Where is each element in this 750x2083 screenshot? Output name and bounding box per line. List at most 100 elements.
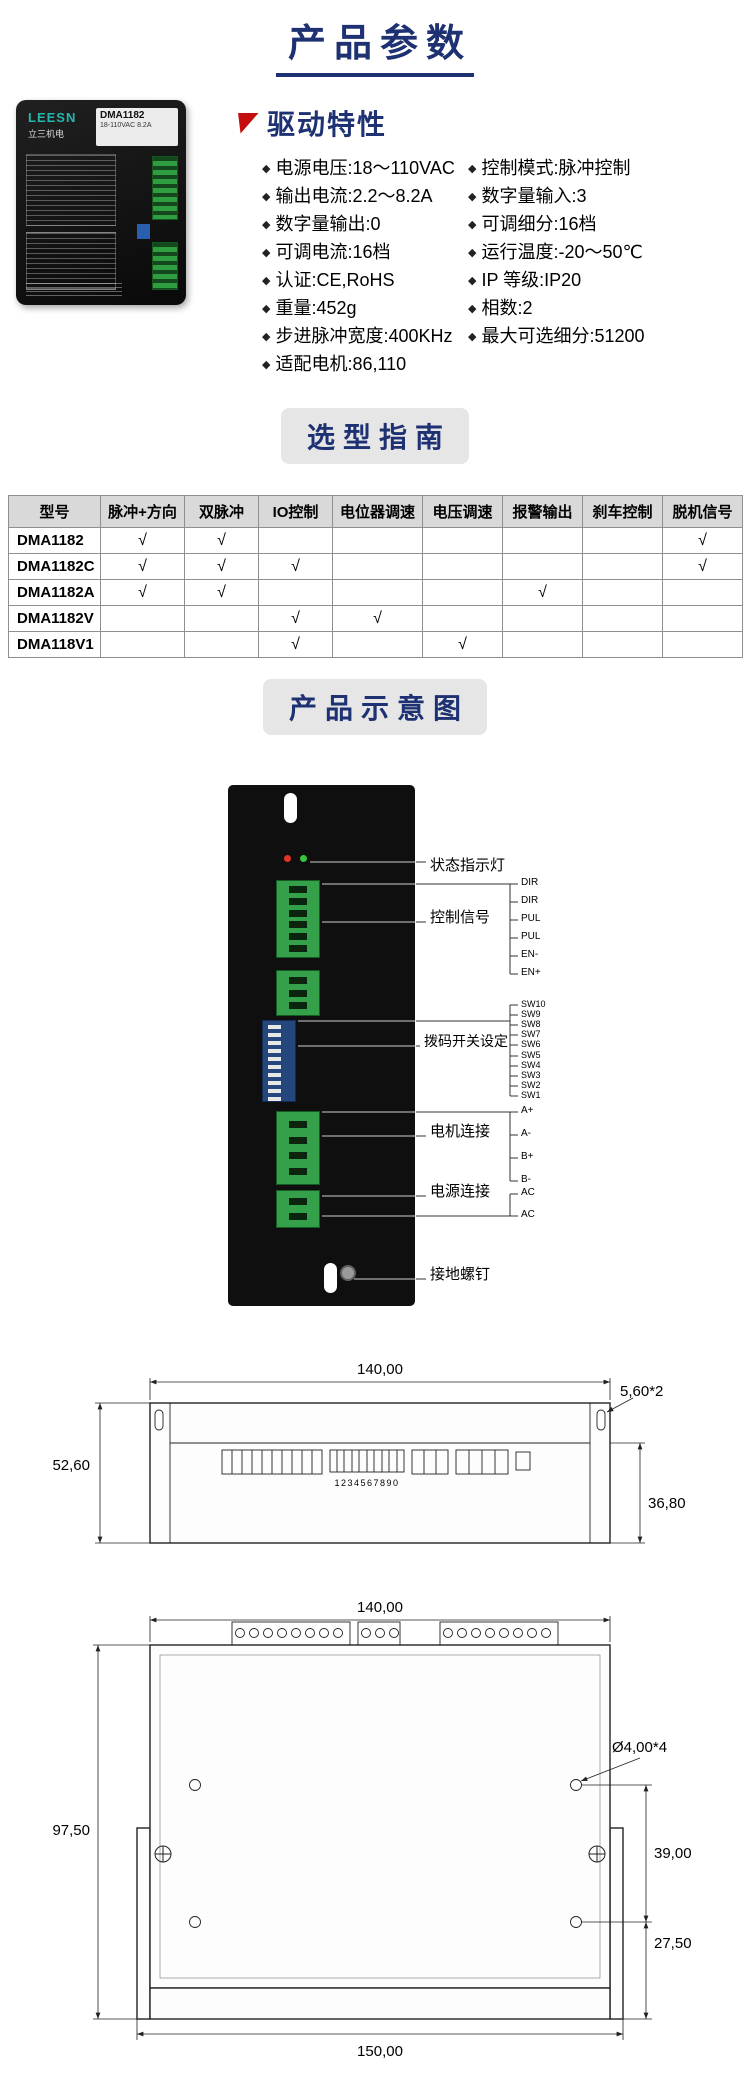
feature-text: 控制模式:脉冲控制 bbox=[481, 158, 631, 178]
diamond-bullet-icon: ◆ bbox=[262, 191, 271, 203]
check-cell bbox=[258, 527, 333, 554]
feature-text: 适配电机:86,110 bbox=[275, 354, 407, 374]
col-header: 电压调速 bbox=[422, 495, 503, 528]
diamond-bullet-icon: ◆ bbox=[262, 359, 271, 371]
col-header: 双脉冲 bbox=[184, 495, 259, 528]
mounting-slot-top bbox=[284, 793, 297, 823]
dim-base-width: 150,00 bbox=[357, 2043, 403, 2060]
page-title-text: 产品参数 bbox=[275, 12, 474, 77]
check-cell bbox=[502, 553, 583, 580]
selection-guide-title: 选型指南 bbox=[280, 408, 469, 464]
dip-switch-label: 拨码开关设定 bbox=[424, 1033, 508, 1049]
green-led bbox=[300, 855, 307, 862]
photo-connector-top bbox=[152, 156, 178, 220]
status-led-label: 状态指示灯 bbox=[430, 857, 506, 874]
model-label-sticker: DMA1182 18-110VAC 8.2A bbox=[96, 108, 178, 146]
pin-label: SW10 bbox=[521, 999, 546, 1009]
model-cell: DMA1182 bbox=[8, 527, 101, 554]
feature-item: ◆ 步进脉冲宽度:400KHz bbox=[262, 323, 455, 351]
dimension-lines bbox=[95, 1378, 645, 1544]
dim-width: 140,00 bbox=[357, 1361, 403, 1378]
power-connection-label: 电源连接 bbox=[430, 1183, 491, 1200]
dim-width: 140,00 bbox=[357, 1600, 403, 1616]
feature-item: ◆认证:CE,RoHS bbox=[262, 267, 455, 295]
feature-item: ◆相数:2 bbox=[468, 295, 645, 323]
check-cell bbox=[332, 527, 423, 554]
dim-height-total: 97,50 bbox=[52, 1822, 90, 1839]
pin-label: A- bbox=[521, 1128, 531, 1139]
feature-item: ◆ 输出电流:2.2～8.2A bbox=[262, 183, 455, 211]
diamond-bullet-icon: ◆ bbox=[262, 331, 271, 343]
feature-text: 输出电流:2.2～8.2A bbox=[275, 186, 433, 206]
check-cell: √ bbox=[100, 553, 185, 580]
dim-ear-slot: 5,60*2 bbox=[620, 1383, 663, 1400]
body-details bbox=[154, 1403, 606, 1543]
mounting-slot-bottom bbox=[324, 1263, 337, 1293]
table-header-row: 型号 脉冲+方向 双脉冲 IO控制 电位器调速 电压调速 报警输出 刹车控制 脱… bbox=[8, 495, 743, 528]
pin-label: A+ bbox=[521, 1105, 534, 1116]
pin-label: SW8 bbox=[521, 1019, 541, 1029]
model-number: DMA1182 bbox=[100, 110, 145, 121]
product-photo: LEESN 立三机电 DMA1182 18-110VAC 8.2A bbox=[16, 100, 186, 305]
feature-text: 相数:2 bbox=[481, 298, 533, 318]
table-row: DMA1182 √ √ √ bbox=[8, 527, 743, 554]
ground-screw-label: 接地螺钉 bbox=[430, 1266, 491, 1283]
diamond-bullet-icon: ◆ bbox=[262, 247, 271, 259]
feature-text: 电源电压:18～110VAC bbox=[275, 158, 455, 178]
drive-features: 驱动特性 ◆电源电压:18～110VAC ◆输出电流:2.2～8.2A ◆数字量… bbox=[238, 103, 743, 374]
check-cell: √ bbox=[184, 553, 259, 580]
pin-label: SW6 bbox=[521, 1039, 541, 1049]
features-header: 驱动特性 bbox=[238, 103, 743, 143]
check-cell bbox=[184, 605, 259, 632]
pin-label: B- bbox=[521, 1174, 531, 1185]
diamond-bullet-icon: ◆ bbox=[262, 275, 271, 287]
brand-logo-cn: 立三机电 bbox=[28, 129, 65, 139]
feature-text: 运行温度:-20～50℃ bbox=[481, 242, 643, 262]
red-flag-icon bbox=[238, 112, 259, 134]
feature-text: 步进脉冲宽度:400KHz bbox=[275, 326, 453, 346]
feature-text: 数字量输入:3 bbox=[481, 186, 587, 206]
check-cell bbox=[502, 527, 583, 554]
feature-item: ◆数字量输入:3 bbox=[468, 183, 645, 211]
model-cell: DMA1182V bbox=[8, 605, 101, 632]
feature-text: 可调电流:16档 bbox=[275, 242, 391, 262]
diamond-bullet-icon: ◆ bbox=[468, 219, 477, 231]
top-view-svg: 140,00 5,60*2 52,60 36,80 1234567890 bbox=[52, 1361, 686, 1544]
check-cell: √ bbox=[662, 553, 743, 580]
dimension-lines bbox=[93, 1616, 652, 2040]
top-terminals bbox=[231, 1621, 559, 1646]
diamond-bullet-icon: ◆ bbox=[468, 247, 477, 259]
pin-label: AC bbox=[521, 1187, 535, 1198]
check-cell bbox=[100, 605, 185, 632]
dim-bottom-offset: 27,50 bbox=[654, 1935, 692, 1952]
features-right-column: ◆控制模式:脉冲控制 ◆数字量输入:3 ◆可调细分:16档 ◆运行温度:-20～… bbox=[468, 155, 645, 351]
feature-text: IP 等级:IP20 bbox=[481, 270, 582, 290]
feature-item: ◆ 电源电压:18～110VAC bbox=[262, 155, 455, 183]
diamond-bullet-icon: ◆ bbox=[262, 303, 271, 315]
product-overview-section: LEESN 立三机电 DMA1182 18-110VAC 8.2A 驱动特性 ◆… bbox=[0, 95, 750, 405]
body-outline bbox=[136, 1644, 624, 2020]
schematic-section: 状态指示灯 控制信号 拨码开关设定 电机连接 电源连接 接地螺钉 DIR DIR… bbox=[0, 775, 750, 1320]
diamond-bullet-icon: ◆ bbox=[468, 163, 477, 175]
pin-label: EN- bbox=[521, 949, 539, 960]
front-view-drawing: 140,00 Ø4,00*4 97,50 39,00 27,50 150,00 bbox=[0, 1599, 750, 2083]
check-cell bbox=[184, 631, 259, 658]
check-cell bbox=[422, 579, 503, 606]
check-cell: √ bbox=[258, 605, 333, 632]
feature-item: ◆ 运行温度:-20～50℃ bbox=[468, 239, 645, 267]
top-view-drawing: 140,00 5,60*2 52,60 36,80 1234567890 bbox=[0, 1358, 750, 1600]
table-row: DMA1182C √ √ √ √ bbox=[8, 553, 743, 580]
features-title: 驱动特性 bbox=[267, 109, 388, 140]
dip-switch-block bbox=[262, 1020, 296, 1102]
check-cell bbox=[582, 553, 663, 580]
col-header: 脉冲+方向 bbox=[100, 495, 185, 528]
selection-table: 型号 脉冲+方向 双脉冲 IO控制 电位器调速 电压调速 报警输出 刹车控制 脱… bbox=[8, 495, 743, 658]
check-cell: √ bbox=[184, 527, 259, 554]
diamond-bullet-icon: ◆ bbox=[468, 331, 477, 343]
pin-label: SW2 bbox=[521, 1080, 541, 1090]
control-signal-connector bbox=[276, 880, 320, 958]
check-cell bbox=[502, 605, 583, 632]
diamond-bullet-icon: ◆ bbox=[262, 163, 271, 175]
feature-text: 最大可选细分:51200 bbox=[481, 326, 645, 346]
